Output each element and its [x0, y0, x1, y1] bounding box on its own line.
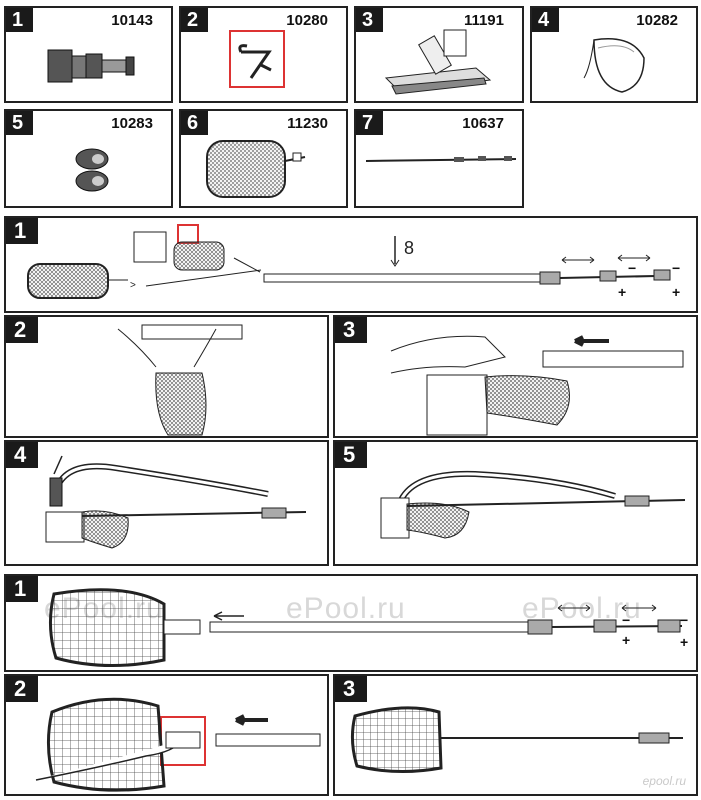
- part-number: 1: [6, 8, 34, 32]
- part-code: 11230: [287, 115, 328, 132]
- part-card-2: 2 10280: [179, 6, 348, 103]
- part-code: 10143: [111, 12, 153, 29]
- skimmer-assembly-illustration: [48, 588, 683, 668]
- part-code: 10283: [111, 115, 153, 132]
- step-number: 2: [6, 317, 39, 343]
- filter-bag-icon: [583, 38, 645, 93]
- part-card-3: 3 11191: [354, 6, 524, 103]
- rotate-plus-label: +: [618, 284, 627, 300]
- step-number: 2: [6, 676, 39, 702]
- part-code: 11191: [463, 12, 504, 29]
- part-number: 6: [181, 111, 209, 135]
- rotate-minus-label: −: [622, 612, 631, 628]
- rotate-plus-label-2: +: [672, 284, 681, 300]
- part-code: 10280: [286, 12, 328, 29]
- attach-bag-illustration: [117, 324, 243, 436]
- part-card-6: 6 11230: [179, 109, 348, 208]
- step-number: 3: [335, 676, 368, 702]
- part-card-7: 7 10637: [354, 109, 524, 208]
- rotate-minus-label-2: −: [680, 612, 689, 628]
- part-number: 2: [181, 8, 209, 32]
- connect-hose-illustration: [45, 455, 307, 549]
- highlight-box: [229, 30, 285, 88]
- part-code: 10282: [636, 12, 678, 29]
- final-skimmer-illustration: [350, 706, 683, 774]
- pin-clip-icon: [238, 44, 272, 79]
- attach-net-illustration: [35, 697, 321, 792]
- assembly-step-c1: 1 ePool.ru ePool.ru ePool.ru − + − +: [4, 574, 698, 672]
- assembly-step-c3: 3 epool.ru: [333, 674, 698, 796]
- part-code: 10637: [462, 115, 504, 132]
- assembly-step-b4: 4: [4, 440, 329, 566]
- skimmer-net-icon: [206, 140, 306, 198]
- step-number: 3: [335, 317, 368, 343]
- rotate-plus-label: +: [622, 632, 631, 648]
- final-vacuum-illustration: [380, 470, 686, 539]
- svg-text:>: >: [130, 280, 136, 291]
- part-card-1: 1 10143: [4, 6, 173, 103]
- step-number: 1: [6, 218, 39, 244]
- part-number: 7: [356, 111, 384, 135]
- assembly-step-b2: 2: [4, 315, 329, 438]
- connector-clamp-icon: [75, 148, 109, 192]
- assembly-step-c2: 2: [4, 674, 329, 796]
- part-card-4: 4 10282: [530, 6, 698, 103]
- step-number: 4: [6, 442, 39, 468]
- insert-pole-illustration: [390, 335, 684, 436]
- assembly-step-b3: 3: [333, 315, 698, 438]
- part-number: 3: [356, 8, 384, 32]
- part-card-5: 5 10283: [4, 109, 173, 208]
- corner-logo: epool.ru: [642, 774, 686, 788]
- part-number: 5: [6, 111, 34, 135]
- watermark: ePool.ru: [286, 592, 406, 625]
- assembly-step-b5: 5: [333, 440, 698, 566]
- telescopic-pole-icon: [365, 156, 517, 162]
- rotate-minus-label-2: −: [672, 260, 681, 276]
- svg-text:8: 8: [404, 238, 414, 258]
- rotate-plus-label-2: +: [680, 634, 689, 650]
- hose-adapter-icon: [47, 49, 135, 83]
- step-number: 5: [335, 442, 368, 468]
- assembly-step-b1: 1 > 8 − + − +: [4, 216, 698, 313]
- step-number: 1: [6, 576, 39, 602]
- rotate-minus-label: −: [628, 260, 637, 276]
- vacuum-assembly-illustration: > 8: [27, 231, 671, 299]
- vacuum-head-icon: [384, 29, 492, 95]
- part-number: 4: [532, 8, 560, 32]
